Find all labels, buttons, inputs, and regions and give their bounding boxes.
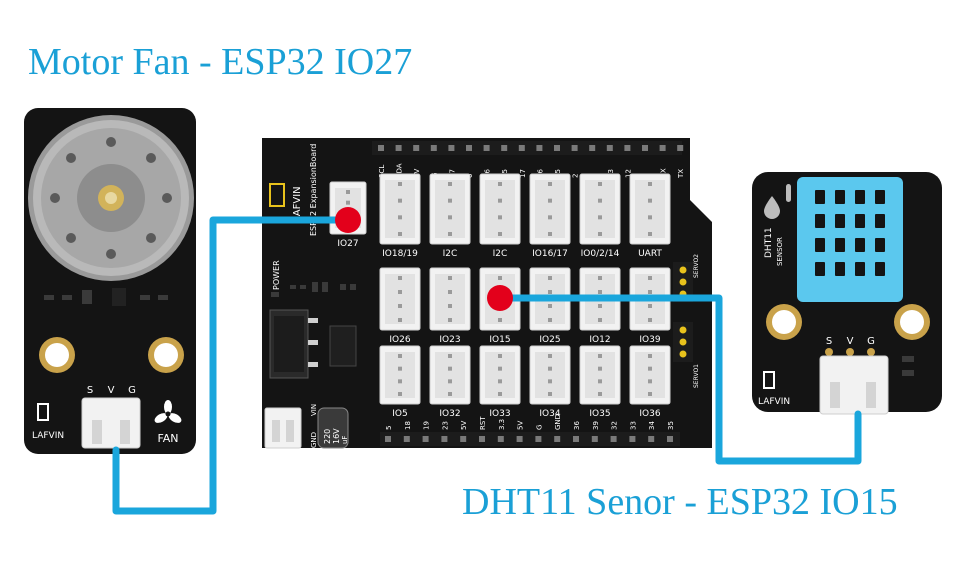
port-label: IO23	[439, 335, 460, 345]
fan-name-text: FAN	[157, 432, 178, 445]
port-label: IO25	[539, 335, 560, 345]
port-label: I2C	[443, 249, 458, 259]
port-label: IO18/19	[382, 249, 418, 259]
port-label: IO36	[639, 409, 660, 419]
port-label: UART	[638, 249, 662, 259]
dht-brand-text: LAFVIN	[758, 397, 790, 407]
thermometer-icon	[786, 184, 791, 202]
bottom-header-label: 35	[667, 421, 675, 430]
bottom-header-label: 5V	[460, 421, 468, 430]
dht-pin-label-s: S	[826, 336, 832, 347]
port-label: IO34	[539, 409, 560, 419]
dht11-sub-text: SENSOR	[776, 237, 784, 266]
bottom-header-label: 39	[592, 421, 600, 430]
power-label: POWER	[272, 260, 281, 290]
expansion-board: SCLSDA5VG27026251716152413122RXTX 518192…	[262, 138, 712, 448]
port-label: IO12	[589, 335, 610, 345]
servo-header-1	[673, 322, 693, 362]
bottom-header-label: 5V	[517, 421, 525, 430]
fan-connector	[82, 398, 140, 448]
bottom-header-label: 3.3	[498, 419, 506, 430]
vin-connector	[265, 408, 301, 448]
dht11-sensor-body	[797, 177, 903, 302]
capacitor-line-3: uF	[341, 436, 349, 444]
port-label: IO39	[639, 335, 660, 345]
bottom-header-label: 5	[385, 426, 393, 430]
port-label: IO15	[489, 335, 510, 345]
bottom-header-label: G	[535, 425, 543, 430]
vin-label: VIN	[310, 404, 318, 416]
io27-connection-marker	[335, 207, 361, 233]
top-header-label: 2	[572, 174, 580, 178]
capacitor-line-2: 16V	[332, 428, 341, 444]
port-label: IO27	[337, 239, 358, 249]
fan-brand-text: LAFVIN	[32, 431, 64, 441]
dht-pin-label-v: V	[847, 336, 854, 347]
power-led	[271, 292, 279, 297]
bottom-header-label: 34	[648, 421, 656, 430]
port-label: IO26	[389, 335, 410, 345]
port-label: IO32	[439, 409, 460, 419]
fan-pin-label-g: G	[128, 385, 136, 396]
port-label: IO33	[489, 409, 510, 419]
bottom-header-label: 18	[404, 421, 412, 430]
servo2-label: SERVO2	[693, 254, 700, 278]
port-label: IO35	[589, 409, 610, 419]
bottom-header-label: RST	[479, 416, 487, 430]
servo1-label: SERVO1	[693, 364, 700, 388]
bottom-header-label: 32	[611, 421, 619, 430]
bottom-header-label: 33	[629, 421, 637, 430]
dht11-module: DHT11 SENSOR S V G LAFVIN	[752, 172, 942, 414]
port-label: IO0/2/14	[581, 249, 620, 259]
gnd-label: GND	[310, 432, 318, 448]
fan-module: S V G LAFVIN FAN	[24, 108, 196, 454]
bottom-header-label: 19	[423, 421, 431, 430]
top-header-label: TX	[677, 169, 685, 179]
port-label: IO16/17	[532, 249, 568, 259]
bottom-header-label: 23	[441, 421, 449, 430]
dht-pin-label-g: G	[867, 336, 875, 347]
dht11-name-text: DHT11	[764, 227, 774, 258]
port-label: IO5	[392, 409, 407, 419]
fan-pin-label-v: V	[108, 385, 115, 396]
port-label: I2C	[493, 249, 508, 259]
io15-connection-marker	[487, 285, 513, 311]
bottom-header-label: 36	[573, 421, 581, 430]
fan-pin-label-s: S	[87, 385, 93, 396]
capacitor-line-1: 220	[323, 429, 332, 444]
